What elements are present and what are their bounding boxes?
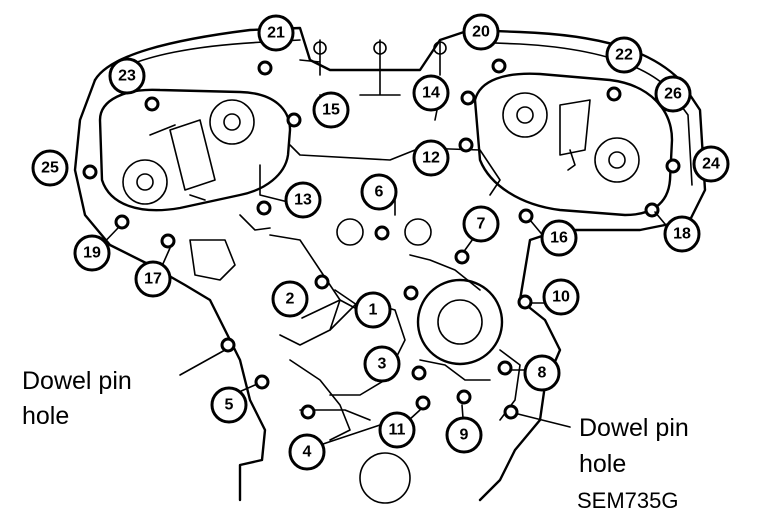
badge-16: 16 [540, 219, 578, 257]
badge-23: 23 [108, 57, 146, 95]
badge-7: 7 [462, 205, 500, 243]
badge-19: 19 [73, 234, 111, 272]
bolt-hole [286, 112, 302, 128]
dowel-pin-left-label-line1: Dowel pin [22, 367, 132, 395]
badge-number: 2 [286, 291, 295, 308]
bolt-hole [503, 404, 519, 420]
callouts: Dowel pin hole Dowel pin hole SEM735G [22, 367, 689, 513]
bolt-holes [82, 58, 681, 420]
badge-number: 24 [702, 156, 720, 173]
badge-number: 1 [369, 302, 378, 319]
bolt-hole [82, 164, 98, 180]
bolt-hole [517, 294, 533, 310]
badge-number: 7 [477, 216, 486, 233]
badge-24: 24 [692, 145, 730, 183]
dowel-pin-left-label-line2: hole [22, 402, 69, 430]
bolt-hole [665, 158, 681, 174]
badge-number: 26 [664, 86, 682, 103]
bolt-hole [114, 214, 130, 230]
bolt-hole [458, 137, 474, 153]
badge-number: 8 [538, 365, 547, 382]
badge-number: 21 [267, 25, 285, 42]
badge-number: 19 [83, 245, 101, 262]
badge-number: 17 [144, 271, 162, 288]
badge-number: 11 [389, 422, 406, 439]
bolt-hole [403, 285, 419, 301]
badge-number: 13 [294, 192, 312, 209]
bolt-hole [256, 200, 272, 216]
badge-number: 14 [422, 85, 440, 102]
bolt-hole [300, 404, 316, 420]
badge-number: 10 [552, 289, 570, 306]
leader-lines [93, 211, 671, 446]
bolt-hole [374, 225, 390, 241]
badge-15: 15 [312, 91, 350, 129]
badge-number: 9 [460, 427, 469, 444]
bolt-hole [220, 337, 236, 353]
bolt-hole [257, 60, 273, 76]
bolt-hole [411, 365, 427, 381]
badge-6: 6 [360, 173, 398, 211]
badge-number: 23 [118, 68, 136, 85]
bolt-hole [454, 249, 470, 265]
badge-number: 25 [41, 160, 59, 177]
badge-13: 13 [284, 181, 322, 219]
badge-25: 25 [31, 149, 69, 187]
bolt-hole [518, 208, 534, 224]
badge-5: 5 [210, 386, 248, 424]
badge-11: 11 [378, 411, 416, 449]
badge-20: 20 [462, 13, 500, 51]
badge-26: 26 [654, 75, 692, 113]
badge-number: 4 [303, 444, 312, 461]
badge-1: 1 [354, 291, 392, 329]
badge-number: 12 [422, 150, 440, 167]
badge-21: 21 [257, 14, 295, 52]
bolt-hole [160, 233, 176, 249]
badge-9: 9 [445, 416, 483, 454]
bolt-hole [254, 374, 270, 390]
bolt-hole [606, 86, 622, 102]
badge-2: 2 [271, 280, 309, 318]
badge-14: 14 [412, 74, 450, 112]
badge-number: 3 [378, 356, 387, 373]
bolt-hole [456, 389, 472, 405]
badge-number: 15 [322, 102, 340, 119]
badge-number: 16 [550, 230, 568, 247]
dowel-pin-right-label-line1: Dowel pin [579, 414, 689, 442]
bolt-hole [144, 96, 160, 112]
bolt-hole [415, 395, 431, 411]
bolt-hole [497, 360, 513, 376]
badge-number: 22 [615, 47, 633, 64]
bolt-hole [491, 58, 507, 74]
badge-4: 4 [288, 433, 326, 471]
sequence-badges: 1 2 3 4 5 6 7 8 9 10 11 12 13 14 15 16 1… [31, 13, 730, 471]
badge-number: 20 [472, 24, 490, 41]
badge-3: 3 [363, 345, 401, 383]
bolt-hole [460, 90, 476, 106]
bolt-hole [314, 274, 330, 290]
badge-number: 5 [225, 397, 234, 414]
badge-10: 10 [542, 278, 580, 316]
badge-17: 17 [134, 260, 172, 298]
badge-12: 12 [412, 139, 450, 177]
badge-8: 8 [523, 354, 561, 392]
badge-number: 18 [673, 226, 691, 243]
dowel-pin-right-label-line2: hole [579, 450, 626, 478]
badge-22: 22 [605, 36, 643, 74]
badge-number: 6 [375, 184, 384, 201]
badge-18: 18 [663, 215, 701, 253]
figure-code: SEM735G [577, 488, 679, 513]
